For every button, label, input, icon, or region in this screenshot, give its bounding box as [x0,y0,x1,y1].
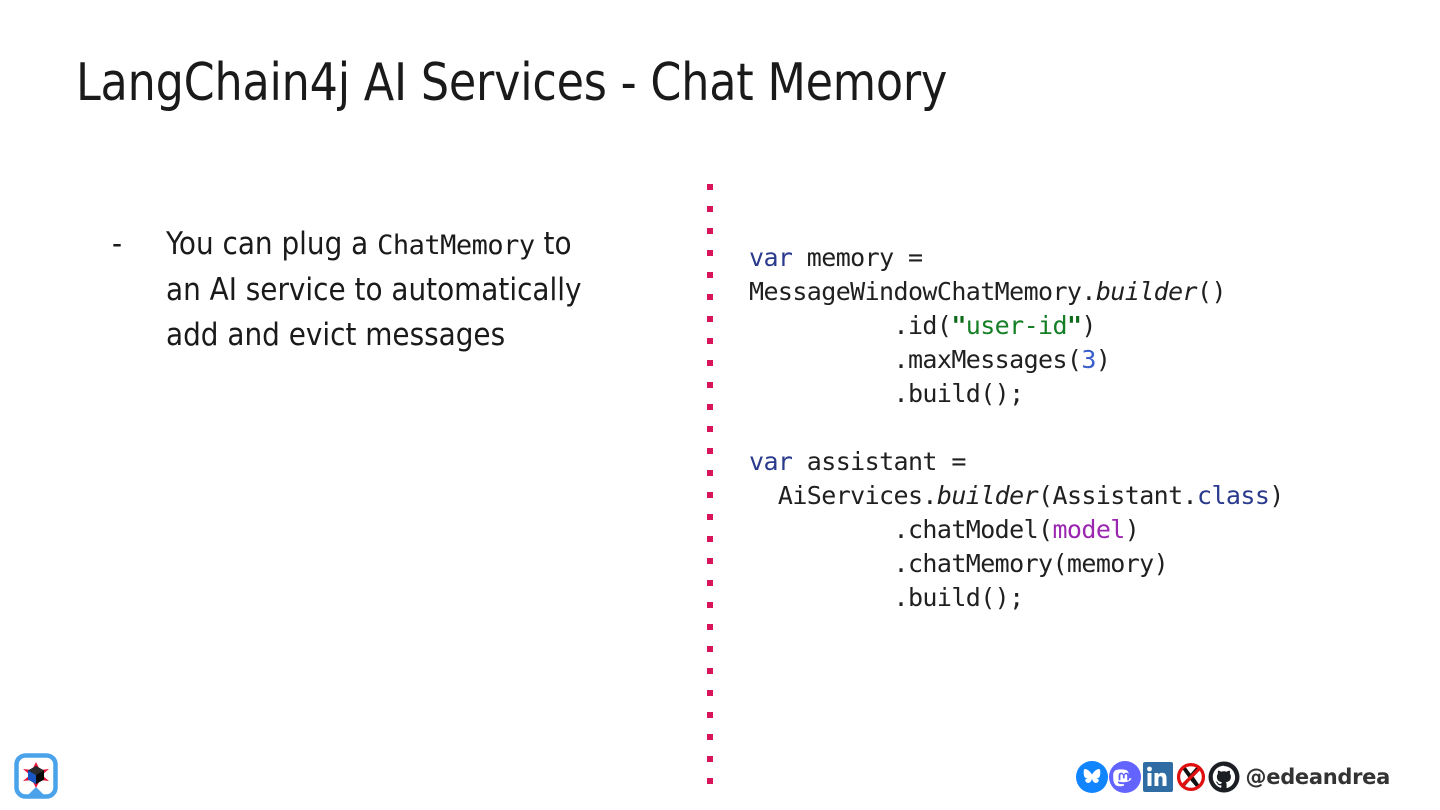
code-token: .chatMemory(memory) [749,549,1169,578]
linkedin-icon[interactable] [1141,760,1175,794]
code-token: (Assistant. [1038,481,1198,510]
code-token: MessageWindowChatMemory [749,277,1082,306]
code-token: assistant = [792,447,967,476]
bullet-marker: - [112,226,123,262]
code-token: ) [1095,345,1111,374]
bullet-segment-text-2: to an AI service to automatically add an… [166,226,582,353]
code-token: . [1081,277,1096,306]
code-token: var [749,243,793,272]
code-token: " [951,311,966,340]
code-token: class [1197,481,1270,510]
social-links: @edeandrea [1075,757,1390,797]
code-token: model [1052,515,1125,544]
code-token: builder [936,481,1039,510]
bullet-list: - You can plug a ChatMemory to an AI ser… [112,222,612,358]
code-token: memory = [792,243,923,272]
dotted-divider [707,184,713,788]
bullet-segment-text: You can plug a [166,226,378,262]
bluesky-icon[interactable] [1075,760,1109,794]
x-twitter-disabled-icon[interactable] [1174,760,1208,794]
bullet-text: You can plug a ChatMemory to an AI servi… [166,222,612,358]
code-token: builder [1095,277,1198,306]
code-token: var [749,447,793,476]
code-block-memory: var memory = MessageWindowChatMemory.bui… [749,241,1409,411]
code-token: .chatModel( [749,515,1054,544]
page-title: LangChain4j AI Services - Chat Memory [76,53,948,113]
code-token: .id( [749,311,952,340]
code-token: .build(); [749,379,1025,408]
langchain4j-logo [14,753,58,799]
social-handle: @edeandrea [1245,765,1391,789]
code-token: ) [1124,515,1140,544]
code-block-assistant: var assistant = AiServices.builder(Assis… [749,445,1409,615]
code-token: .maxMessages( [749,345,1082,374]
mastodon-icon[interactable] [1108,760,1142,794]
code-token: .build(); [749,583,1025,612]
code-token: ) [1269,481,1284,510]
code-token: AiServices. [749,481,938,510]
code-panel: var memory = MessageWindowChatMemory.bui… [749,216,1409,640]
code-token: ) [1081,311,1096,340]
code-token: user-id [965,311,1068,340]
bullet-segment-code: ChatMemory [377,230,535,261]
code-token: () [1197,277,1227,306]
github-icon[interactable] [1207,760,1241,794]
code-token: 3 [1081,345,1096,374]
list-item: - You can plug a ChatMemory to an AI ser… [112,222,612,358]
code-token: " [1066,311,1082,340]
